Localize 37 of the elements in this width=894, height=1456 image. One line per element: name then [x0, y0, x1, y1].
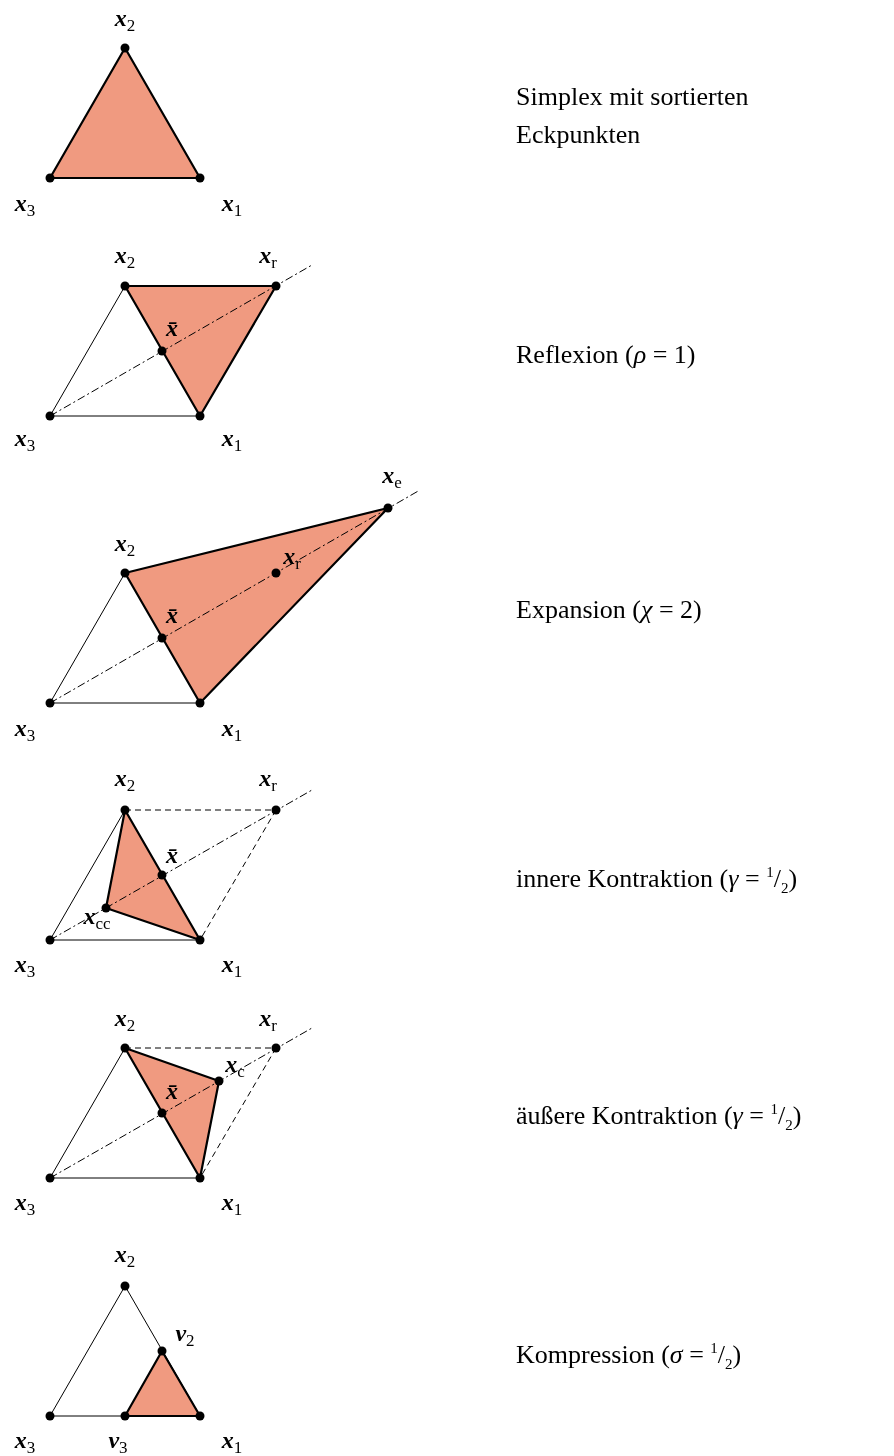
- step-description: Reflexion (ρ = 1): [516, 339, 696, 371]
- point-label: x$_{1}$: [221, 425, 243, 455]
- point-label: v$_{2}$: [175, 1320, 195, 1350]
- step-description: innere Kontraktion (γ = $^{1}$/$_{2}$): [516, 862, 798, 898]
- point-label: x$_{1}$: [221, 1427, 243, 1456]
- point-label: x$_{1}$: [221, 715, 243, 745]
- point-label: x$_{2}$: [114, 1241, 136, 1271]
- point-label: x$_{3}$: [14, 951, 36, 981]
- point-label: x$_{2}$: [114, 530, 136, 560]
- step-description: äußere Kontraktion (γ = $^{1}$/$_{2}$): [516, 1099, 802, 1135]
- point-label: x$_{1}$: [221, 951, 243, 981]
- point-label: x$_{1}$: [221, 1189, 243, 1219]
- point-label: x$_{2}$: [114, 5, 136, 35]
- point-label: x$_{c}$: [225, 1051, 245, 1081]
- point-label: x̄: [166, 603, 178, 627]
- point-label: x$_{2}$: [114, 765, 136, 795]
- point-label: x$_{e}$: [382, 462, 402, 492]
- point-label: x̄: [166, 843, 178, 867]
- point-label: x$_{r}$: [259, 242, 277, 272]
- point-label: x$_{3}$: [14, 1189, 36, 1219]
- point-label: x$_{3}$: [14, 1427, 36, 1456]
- point-label: x$_{r}$: [283, 543, 301, 573]
- point-label: x$_{1}$: [221, 190, 243, 220]
- point-label: v$_{3}$: [108, 1427, 128, 1456]
- point-label: x$_{2}$: [114, 1005, 136, 1035]
- step-description: Kompression (σ = $^{1}$/$_{2}$): [516, 1338, 742, 1374]
- point-label: x$_{cc}$: [83, 903, 111, 933]
- point-label: x$_{r}$: [259, 1005, 277, 1035]
- point-label: x$_{3}$: [14, 715, 36, 745]
- step-description: Expansion (χ = 2): [516, 594, 702, 626]
- point-label: x$_{3}$: [14, 190, 36, 220]
- point-label: x̄: [166, 1079, 178, 1103]
- point-label: x$_{r}$: [259, 765, 277, 795]
- step-description: Simplex mit sortierten Eckpunkten: [516, 81, 750, 151]
- point-label: x$_{2}$: [114, 242, 136, 272]
- point-label: x$_{3}$: [14, 425, 36, 455]
- point-label: x̄: [166, 316, 178, 340]
